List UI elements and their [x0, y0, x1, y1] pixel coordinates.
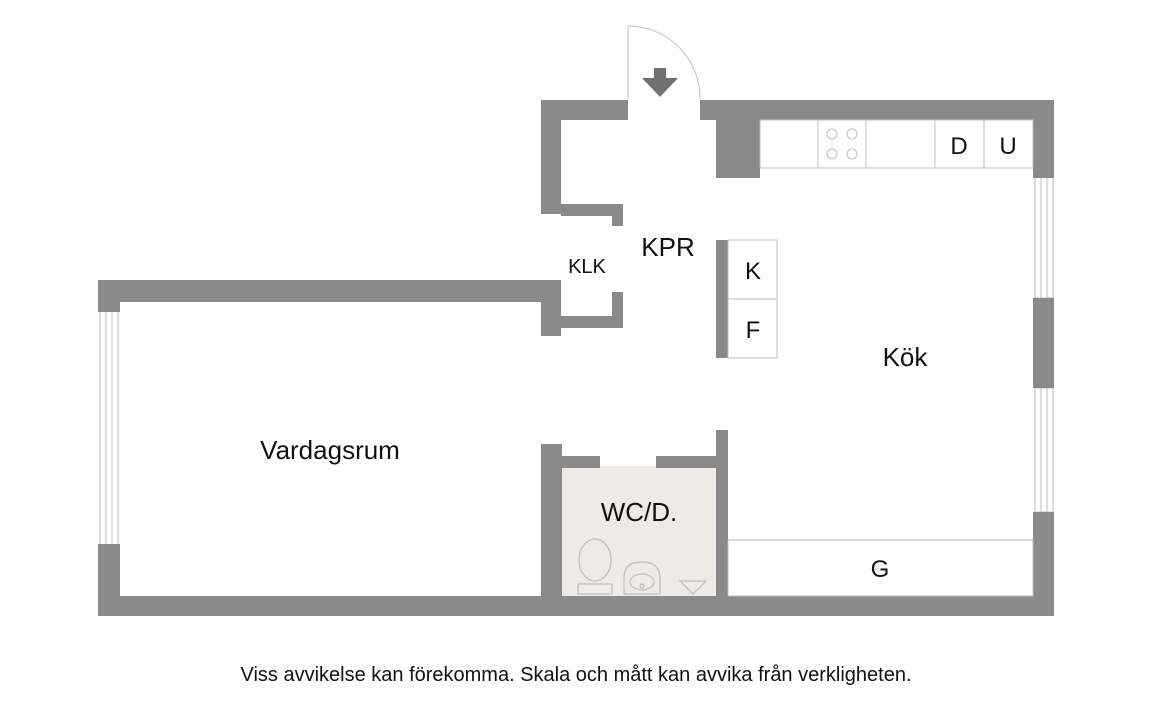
window-left [99, 309, 119, 547]
wardrobe-unit [727, 539, 1034, 597]
stove-icon [826, 128, 858, 160]
fridge-freezer-unit [727, 239, 778, 359]
room-label-wc: WC/D. [601, 497, 678, 527]
kitchen-counter [759, 119, 1034, 169]
room-label-kok: Kök [883, 342, 929, 372]
window-right-lower [1034, 387, 1054, 513]
sink-icon [623, 561, 661, 595]
label-dishwasher: D [950, 133, 967, 160]
label-freezer: F [746, 317, 761, 344]
entrance-arrow-icon [642, 78, 678, 97]
walls [98, 100, 1054, 616]
windows [99, 175, 1054, 547]
room-label-klk: KLK [568, 256, 606, 278]
entrance-door [627, 25, 701, 101]
toilet-icon [577, 538, 613, 595]
label-wardrobe: G [871, 556, 890, 583]
room-label-vardagsrum: Vardagsrum [260, 435, 400, 465]
disclaimer-text: Viss avvikelse kan förekomma. Skala och … [240, 664, 912, 686]
room-label-kpr: KPR [641, 232, 694, 262]
label-fridge: K [745, 258, 761, 285]
window-right-upper [1034, 175, 1054, 299]
label-oven: U [999, 133, 1016, 160]
floor-drain-icon [678, 580, 708, 595]
entrance-arrow-stem-icon [654, 68, 666, 80]
